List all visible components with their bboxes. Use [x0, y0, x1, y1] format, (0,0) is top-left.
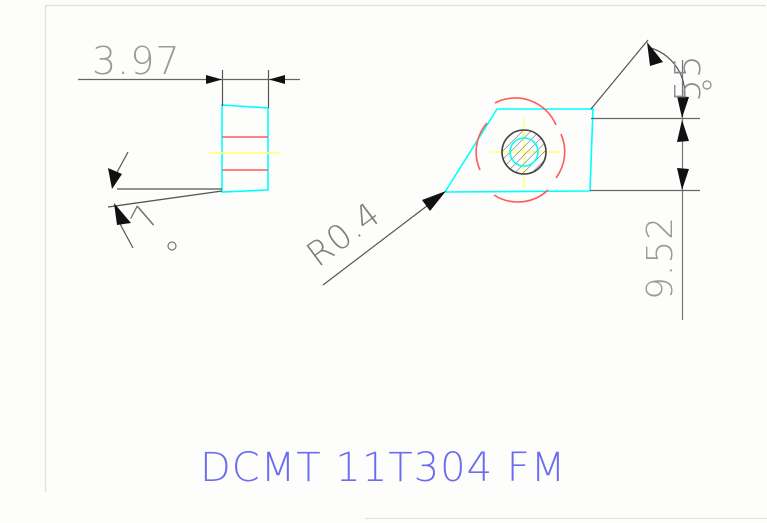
corner-radius-text-group: R0.4: [299, 194, 388, 275]
inscribed-circle-text-group: 9.52: [640, 216, 681, 300]
insert-designation-title: DCMT 11T304 FM: [200, 445, 566, 491]
included-angle-text-group: 55: [668, 54, 709, 102]
included-angle-leader: [590, 39, 649, 110]
included-angle-arrowhead-lower: [677, 96, 689, 118]
corner-radius-leader-line: [322, 195, 441, 286]
bore-outer-circle: [501, 129, 547, 175]
chipbreaker-arc-left: [475, 122, 488, 171]
clearance-arrowhead-upper: [108, 168, 122, 189]
clearance-angle-text-group: 7: [123, 198, 168, 236]
inscribed-circle-dimension: 9.52: [590, 120, 700, 300]
inscribed-circle-arrowhead-top: [677, 120, 689, 142]
thickness-arrowhead-left: [206, 75, 222, 84]
drawing-frame: [44, 4, 767, 520]
thickness-dimension: 3.97: [78, 39, 300, 84]
chipbreaker-arc-bottom: [493, 189, 549, 203]
included-angle-dimension: 55: [590, 39, 712, 320]
included-angle-degree-icon: [702, 80, 712, 90]
included-angle-arrowhead-upper: [647, 42, 663, 66]
corner-radius-label: R0.4: [299, 194, 388, 275]
inscribed-circle-label: 9.52: [640, 216, 681, 300]
top-view-insert-rhombus: [444, 97, 594, 203]
clearance-angle-dimension: 7: [108, 151, 177, 251]
corner-radius-callout: R0.4: [299, 191, 446, 286]
side-view-body-outline: [221, 104, 269, 193]
thickness-dimension-label: 3.97: [92, 39, 181, 83]
inscribed-circle-arrowhead-bottom: [677, 168, 689, 190]
chipbreaker-arc-top-right: [494, 97, 557, 126]
bore-hatching: [502, 130, 546, 174]
side-view-relief-line: [107, 190, 223, 208]
clearance-leader-lower: [118, 221, 134, 249]
chipbreaker-arc-right: [555, 133, 566, 179]
clearance-angle-degree-icon: [167, 241, 177, 251]
clearance-angle-value: 7: [123, 198, 168, 236]
included-angle-value: 55: [668, 54, 709, 102]
clearance-arrowhead-lower: [114, 203, 131, 225]
corner-radius-arrowhead: [422, 191, 446, 211]
thickness-arrowhead-right: [269, 75, 285, 84]
side-view-insert-profile: [107, 70, 281, 208]
bore-inner-circle: [509, 137, 539, 167]
